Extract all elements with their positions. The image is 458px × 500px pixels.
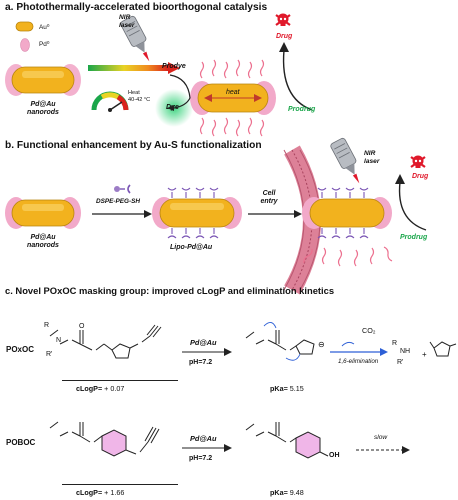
poxoc-clogp-label: cLogP= xyxy=(76,384,103,393)
poboc-name: POBOC xyxy=(6,438,36,447)
product-r: R xyxy=(392,340,398,347)
drug-label-a: Drug xyxy=(276,33,293,40)
ph-label-2: pH=7.2 xyxy=(189,455,213,462)
elimination-label: 1,6-elimination xyxy=(338,358,379,365)
atom-o: O xyxy=(79,323,85,330)
prodrug-label-b: Prodrug xyxy=(400,234,428,241)
product-nh: NH xyxy=(400,348,411,355)
nanorods-label-a: Pd@Au nanorods xyxy=(27,101,59,116)
poxoc-pka: pKa= 5.15 xyxy=(270,384,304,393)
poboc-underline xyxy=(62,484,178,485)
poboc-clogp-value: + 1.66 xyxy=(104,488,125,497)
poxoc-clogp-value: + 0.07 xyxy=(104,384,125,393)
poxoc-clogp: cLogP= + 0.07 xyxy=(76,384,124,393)
nir-laser-label-a: NIR laser xyxy=(119,14,135,29)
poxoc-underline xyxy=(62,380,178,381)
slow-label: slow xyxy=(374,434,388,441)
prodrug-label-a: Prodrug xyxy=(288,106,316,113)
poxoc-name: POxOC xyxy=(6,345,35,354)
section-b-title: b. Functional enhancement by Au-S functi… xyxy=(5,140,262,151)
int-o-minus: ⊖ xyxy=(318,340,325,349)
catalyst-label-2: Pd@Au xyxy=(190,434,217,443)
section-a-title: a. Photothermally-accelerated bioorthogo… xyxy=(5,2,268,13)
plus-sign: + xyxy=(422,350,427,359)
nir-laser-label-b: NIR laser xyxy=(364,150,380,165)
nanorods-label-b: Pd@Au nanorods xyxy=(27,234,59,249)
poxoc-pka-value: 5.15 xyxy=(289,384,304,393)
atom-r: R xyxy=(44,322,50,329)
product-r-prime: R' xyxy=(397,359,404,366)
lipo-label: Lipo-Pd@Au xyxy=(170,244,213,251)
atom-oh: OH xyxy=(329,452,340,459)
section-c-title: c. Novel POxOC masking group: improved c… xyxy=(5,285,335,296)
heat-gauge-label: Heat 40-42 °C xyxy=(128,90,151,103)
legend-pd-label: Pd⁰ xyxy=(39,41,50,48)
reagent-label: DSPE-PEG-SH xyxy=(96,198,141,205)
legend-au-label: Au⁰ xyxy=(39,24,50,31)
cell-entry-label: Cell entry xyxy=(260,190,278,205)
poxoc-pka-label: pKa= xyxy=(270,384,288,393)
poboc-pka-label: pKa= xyxy=(270,488,288,497)
poboc-pka-value: 9.48 xyxy=(289,488,304,497)
heat-label: heat xyxy=(226,89,240,96)
prodye-label: Prodye xyxy=(162,63,186,70)
poboc-clogp: cLogP= + 1.66 xyxy=(76,488,124,497)
poboc-pka: pKa= 9.48 xyxy=(270,488,304,497)
catalyst-label-1: Pd@Au xyxy=(190,338,217,347)
atom-n: N xyxy=(56,337,62,344)
co2-label: CO₂ xyxy=(362,326,376,335)
drug-label-b: Drug xyxy=(412,173,429,180)
ph-label-1: pH=7.2 xyxy=(189,359,213,366)
poboc-clogp-label: cLogP= xyxy=(76,488,103,497)
atom-r-prime: R' xyxy=(46,351,53,358)
